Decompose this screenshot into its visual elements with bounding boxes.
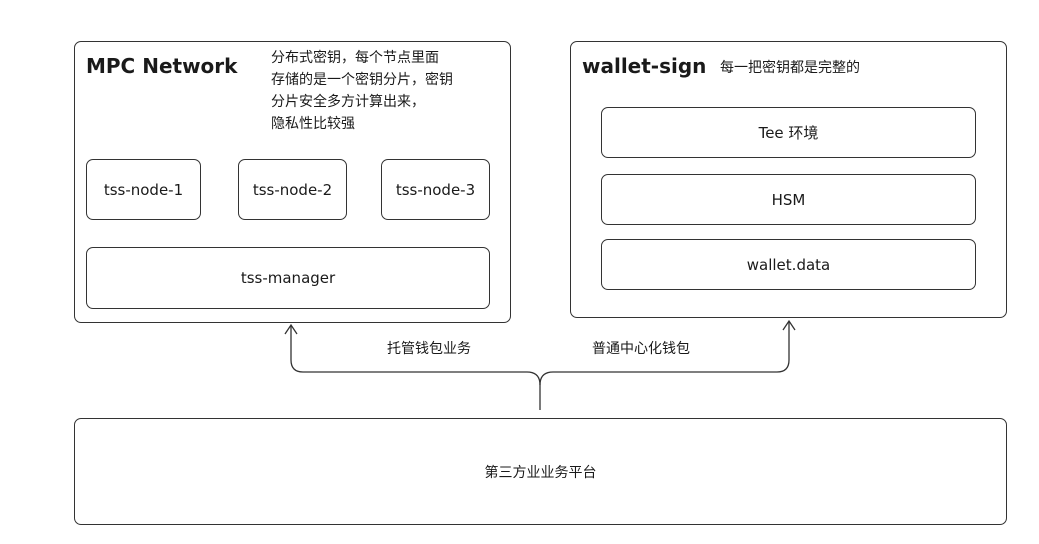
wallet-data-label: wallet.data bbox=[746, 255, 831, 274]
third-party-platform-box: 第三方业业务平台 bbox=[74, 418, 1007, 525]
centralized-wallet-label: 普通中心化钱包 bbox=[592, 341, 690, 357]
tss-node-1-label: tss-node-1 bbox=[103, 180, 184, 199]
tss-node-3-label: tss-node-3 bbox=[395, 180, 476, 199]
mpc-note-line: 分片安全多方计算出来， bbox=[271, 94, 425, 110]
tss-manager-box: tss-manager bbox=[86, 247, 490, 309]
wallet-sign-title: wallet-sign bbox=[582, 54, 707, 78]
tss-node-1-box: tss-node-1 bbox=[86, 159, 201, 220]
arrow-to-mpc bbox=[290, 326, 541, 410]
custodial-wallet-label: 托管钱包业务 bbox=[387, 341, 471, 357]
mpc-network-note: 分布式密钥，每个节点里面 存储的是一个密钥分片，密钥 分片安全多方计算出来， 隐… bbox=[271, 47, 453, 135]
tss-node-3-box: tss-node-3 bbox=[381, 159, 490, 220]
hsm-label: HSM bbox=[771, 190, 806, 209]
wallet-data-box: wallet.data bbox=[601, 239, 976, 290]
tee-env-box: Tee 环境 bbox=[601, 107, 976, 158]
arrowhead-mpc bbox=[284, 323, 298, 335]
tss-node-2-box: tss-node-2 bbox=[238, 159, 347, 220]
wallet-sign-note: 每一把密钥都是完整的 bbox=[720, 60, 860, 76]
tss-manager-label: tss-manager bbox=[240, 269, 336, 287]
mpc-note-line: 隐私性比较强 bbox=[271, 116, 355, 132]
third-party-platform-label: 第三方业业务平台 bbox=[484, 464, 597, 481]
mpc-note-line: 分布式密钥，每个节点里面 bbox=[271, 50, 439, 66]
arrowhead-wallet bbox=[782, 319, 796, 331]
arrow-to-wallet bbox=[539, 322, 790, 386]
tss-node-2-label: tss-node-2 bbox=[252, 180, 333, 199]
hsm-box: HSM bbox=[601, 174, 976, 225]
mpc-note-line: 存储的是一个密钥分片，密钥 bbox=[271, 72, 453, 88]
tee-env-label: Tee 环境 bbox=[758, 124, 819, 142]
mpc-network-title: MPC Network bbox=[86, 54, 238, 78]
